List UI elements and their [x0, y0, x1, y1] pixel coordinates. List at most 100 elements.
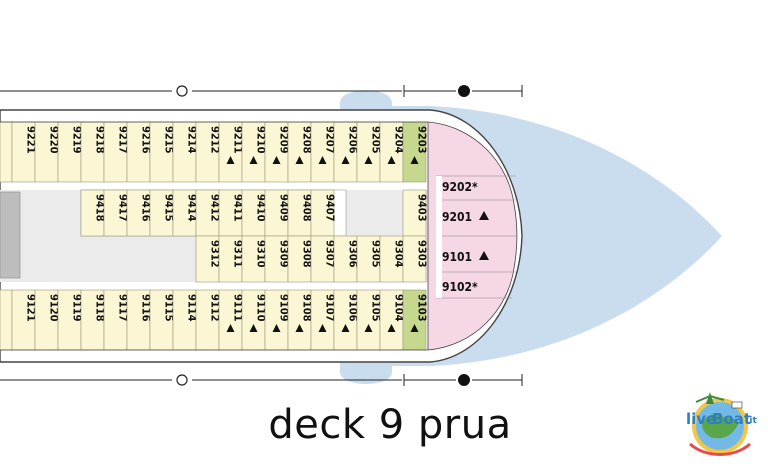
cabin-number: 9212	[209, 126, 222, 154]
cabin-label: 9214	[186, 126, 199, 154]
cabin-number: 9111	[232, 294, 245, 322]
cabin-number: 9115	[163, 294, 176, 322]
cabin-number: 9310	[255, 240, 268, 268]
cabin-label: 9210	[249, 126, 268, 164]
cabin-number: 9116	[140, 294, 153, 322]
cabin-number: 9307	[324, 240, 337, 268]
cabin-label: 9117	[117, 294, 130, 322]
cabin-number: 9215	[163, 126, 176, 154]
cabin-number: 9409	[278, 194, 291, 222]
cabin-number: 9211	[232, 126, 245, 154]
cabin-number: 9311	[232, 240, 245, 268]
cabin-number: 9121	[25, 294, 38, 322]
cabin-label: 9414	[186, 194, 199, 222]
cabin-number: 9208	[301, 126, 314, 154]
globe-icon	[689, 392, 751, 456]
cabin-number: 9206	[347, 126, 360, 154]
logo-live-text: live	[686, 410, 717, 428]
balcony-icon	[341, 156, 350, 164]
cabin-label: 9217	[117, 126, 130, 154]
cabin-number: 9220	[48, 126, 61, 154]
dimension-markers	[0, 85, 523, 386]
cabin-number: 9214	[186, 126, 199, 154]
suite-9201[interactable]: 9201	[442, 210, 472, 224]
suite-9101[interactable]: 9101	[442, 250, 472, 264]
cabin-number: 9415	[163, 194, 176, 222]
cabin-number: 9304	[393, 240, 406, 268]
cabin-label: 9415	[163, 194, 176, 222]
cabin-label: 9110	[249, 294, 268, 332]
cabin-number: 9106	[347, 294, 360, 322]
logo-boat-text: Boat	[712, 410, 752, 428]
cabin-label: 9219	[71, 126, 84, 154]
cabin-label: 9407	[324, 194, 337, 222]
balcony-icon	[410, 156, 419, 164]
cabin-number: 9403	[416, 194, 429, 222]
cabin-label: 9119	[71, 294, 84, 322]
balcony-icon	[249, 324, 258, 332]
open-marker-icon	[176, 85, 188, 97]
cabin-number: 9207	[324, 126, 337, 154]
suite-9102[interactable]: 9102*	[442, 280, 478, 294]
cabin-9222[interactable]	[0, 121, 13, 183]
cabin-label: 9211	[226, 126, 245, 164]
filled-marker-icon	[458, 374, 470, 386]
cabin-label: 9104	[387, 294, 406, 332]
cabin-number: 9306	[347, 240, 360, 268]
cabin-number: 9418	[94, 194, 107, 222]
cabin-label: 9221	[25, 126, 38, 154]
cabin-label: 9105	[364, 294, 383, 332]
cabin-number: 9110	[255, 294, 268, 322]
cabin-label: 9403	[416, 194, 429, 222]
cabin-label: 9114	[186, 294, 199, 322]
cabin-label: 9216	[140, 126, 153, 154]
balcony-icon	[479, 251, 489, 260]
stairwell	[0, 191, 21, 279]
cabin-number: 9412	[209, 194, 222, 222]
open-marker-icon	[176, 374, 188, 386]
balcony-icon	[341, 324, 350, 332]
cabin-label: 9112	[209, 294, 222, 322]
cabin-label: 9416	[140, 194, 153, 222]
cabin-label: 9417	[117, 194, 130, 222]
cabin-9122[interactable]	[0, 289, 13, 351]
cabin-label: 9410	[255, 194, 268, 222]
cabin-9303[interactable]	[402, 235, 427, 283]
cabin-label: 9212	[209, 126, 222, 154]
cabin-number: 9303	[416, 240, 429, 268]
cabin-label: 9206	[341, 126, 360, 164]
cabin-label: 9121	[25, 294, 38, 322]
cabin-number: 9308	[301, 240, 314, 268]
cabin-label: 9306	[347, 240, 360, 268]
cabin-label: 9109	[272, 294, 291, 332]
cabin-label: 9409	[278, 194, 291, 222]
cabin-label: 9305	[370, 240, 383, 268]
cabin-label: 9209	[272, 126, 291, 164]
cabin-number: 9119	[71, 294, 84, 322]
balcony-icon	[295, 156, 304, 164]
cabin-number: 9408	[301, 194, 314, 222]
cabin-number: 9309	[278, 240, 291, 268]
cabin-label: 9108	[295, 294, 314, 332]
cabin-label: 9116	[140, 294, 153, 322]
cabin-number: 9219	[71, 126, 84, 154]
cabin-label: 9215	[163, 126, 176, 154]
cabin-number: 9411	[232, 194, 245, 222]
cabin-number: 9203	[416, 126, 429, 154]
cabin-label: 9309	[278, 240, 291, 268]
cabin-number: 9407	[324, 194, 337, 222]
balcony-icon	[272, 156, 281, 164]
balcony-icon	[318, 324, 327, 332]
cabin-label: 9106	[341, 294, 360, 332]
balcony-icon	[410, 324, 419, 332]
cabin-number: 9209	[278, 126, 291, 154]
cabin-number: 9114	[186, 294, 199, 322]
liveboat-logo: live Boat .it	[676, 384, 764, 468]
suite-9202[interactable]: 9202*	[442, 180, 478, 194]
cabin-number: 9210	[255, 126, 268, 154]
cabin-number: 9112	[209, 294, 222, 322]
cabin-number: 9107	[324, 294, 337, 322]
cabin-label: 9310	[255, 240, 268, 268]
